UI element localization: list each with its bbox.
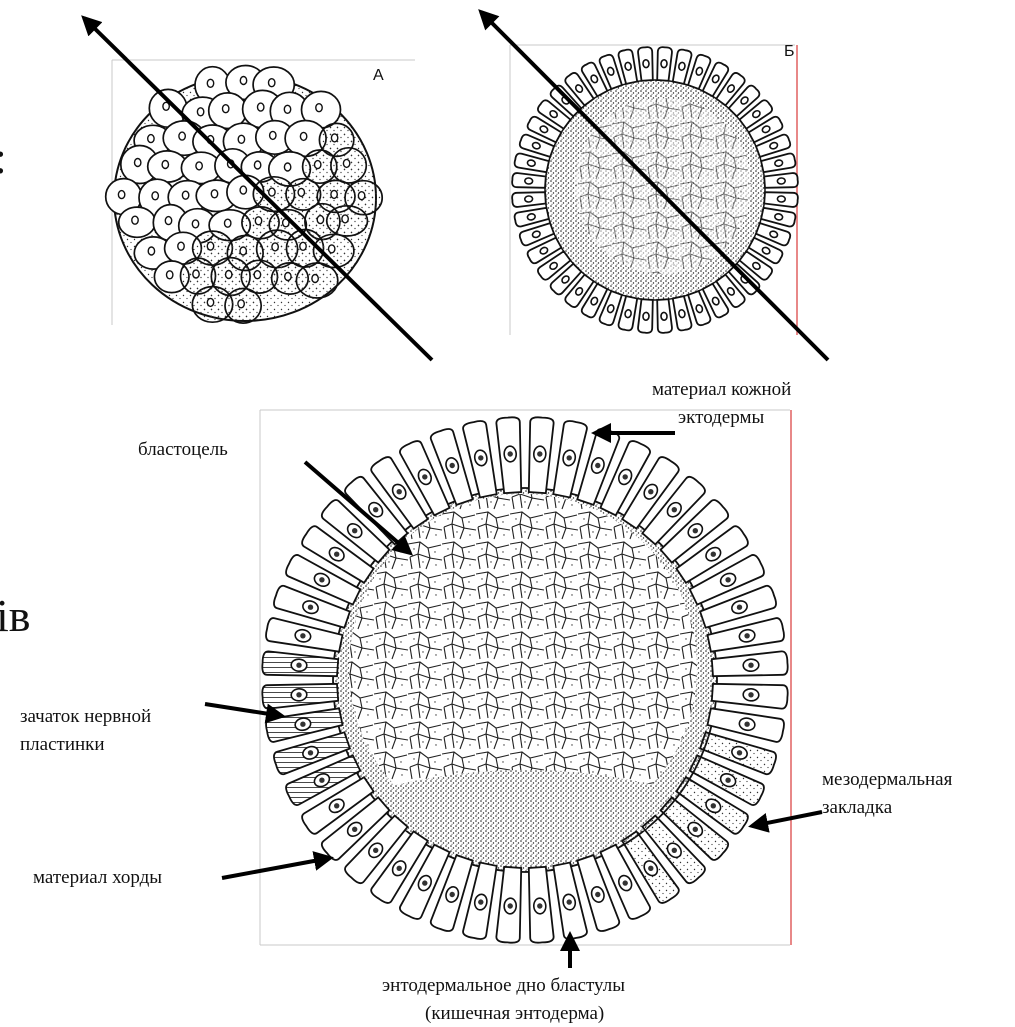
- notochord-label: материал хорды: [33, 866, 162, 890]
- cell-nucleus: [527, 159, 536, 167]
- large-blastula-drawing: [262, 417, 787, 942]
- neural-plate-label-line2: пластинки: [20, 733, 105, 757]
- cell-nucleus: [525, 196, 533, 203]
- cell-nucleus: [678, 62, 686, 71]
- cell-nucleus: [774, 159, 783, 167]
- skin-ectoderm-label-line1: материал кожной: [652, 378, 791, 402]
- endoderm-floor-label-line2: (кишечная энтодерма): [425, 1002, 604, 1026]
- mesoderm-label-line1: мезодермальная: [822, 768, 952, 792]
- mesoderm-pointer: [752, 812, 822, 826]
- cell-nucleus: [777, 196, 785, 203]
- cell-nucleus: [661, 312, 668, 320]
- cell-nucleus: [661, 60, 668, 68]
- cell-nucleus: [777, 178, 785, 185]
- blastocoel-label: бластоцель: [138, 438, 228, 462]
- endoderm-floor-label-line1: энтодермальное дно бластулы: [382, 974, 625, 998]
- neural-plate-label-line1: зачаток нервной: [20, 705, 151, 729]
- cell-nucleus: [624, 309, 632, 318]
- slide-fragment-word-end: ів: [0, 592, 31, 640]
- cell-nucleus: [624, 62, 632, 71]
- cell-nucleus: [527, 213, 536, 221]
- slide-fragment-colon: :: [0, 134, 7, 182]
- cell-nucleus: [525, 178, 533, 185]
- panel-b-label: Б: [784, 40, 795, 64]
- notochord-pointer: [222, 858, 330, 878]
- small-blastula-drawing: [512, 47, 798, 333]
- cell-nucleus: [643, 312, 650, 320]
- panel-a-label: А: [373, 64, 384, 88]
- cell-nucleus: [774, 213, 783, 221]
- cell-nucleus: [643, 60, 650, 68]
- mesoderm-label-line2: закладка: [822, 796, 892, 820]
- cell-nucleus: [678, 309, 686, 318]
- morula-drawing: [106, 66, 383, 324]
- skin-ectoderm-label-line2: эктодермы: [678, 406, 764, 430]
